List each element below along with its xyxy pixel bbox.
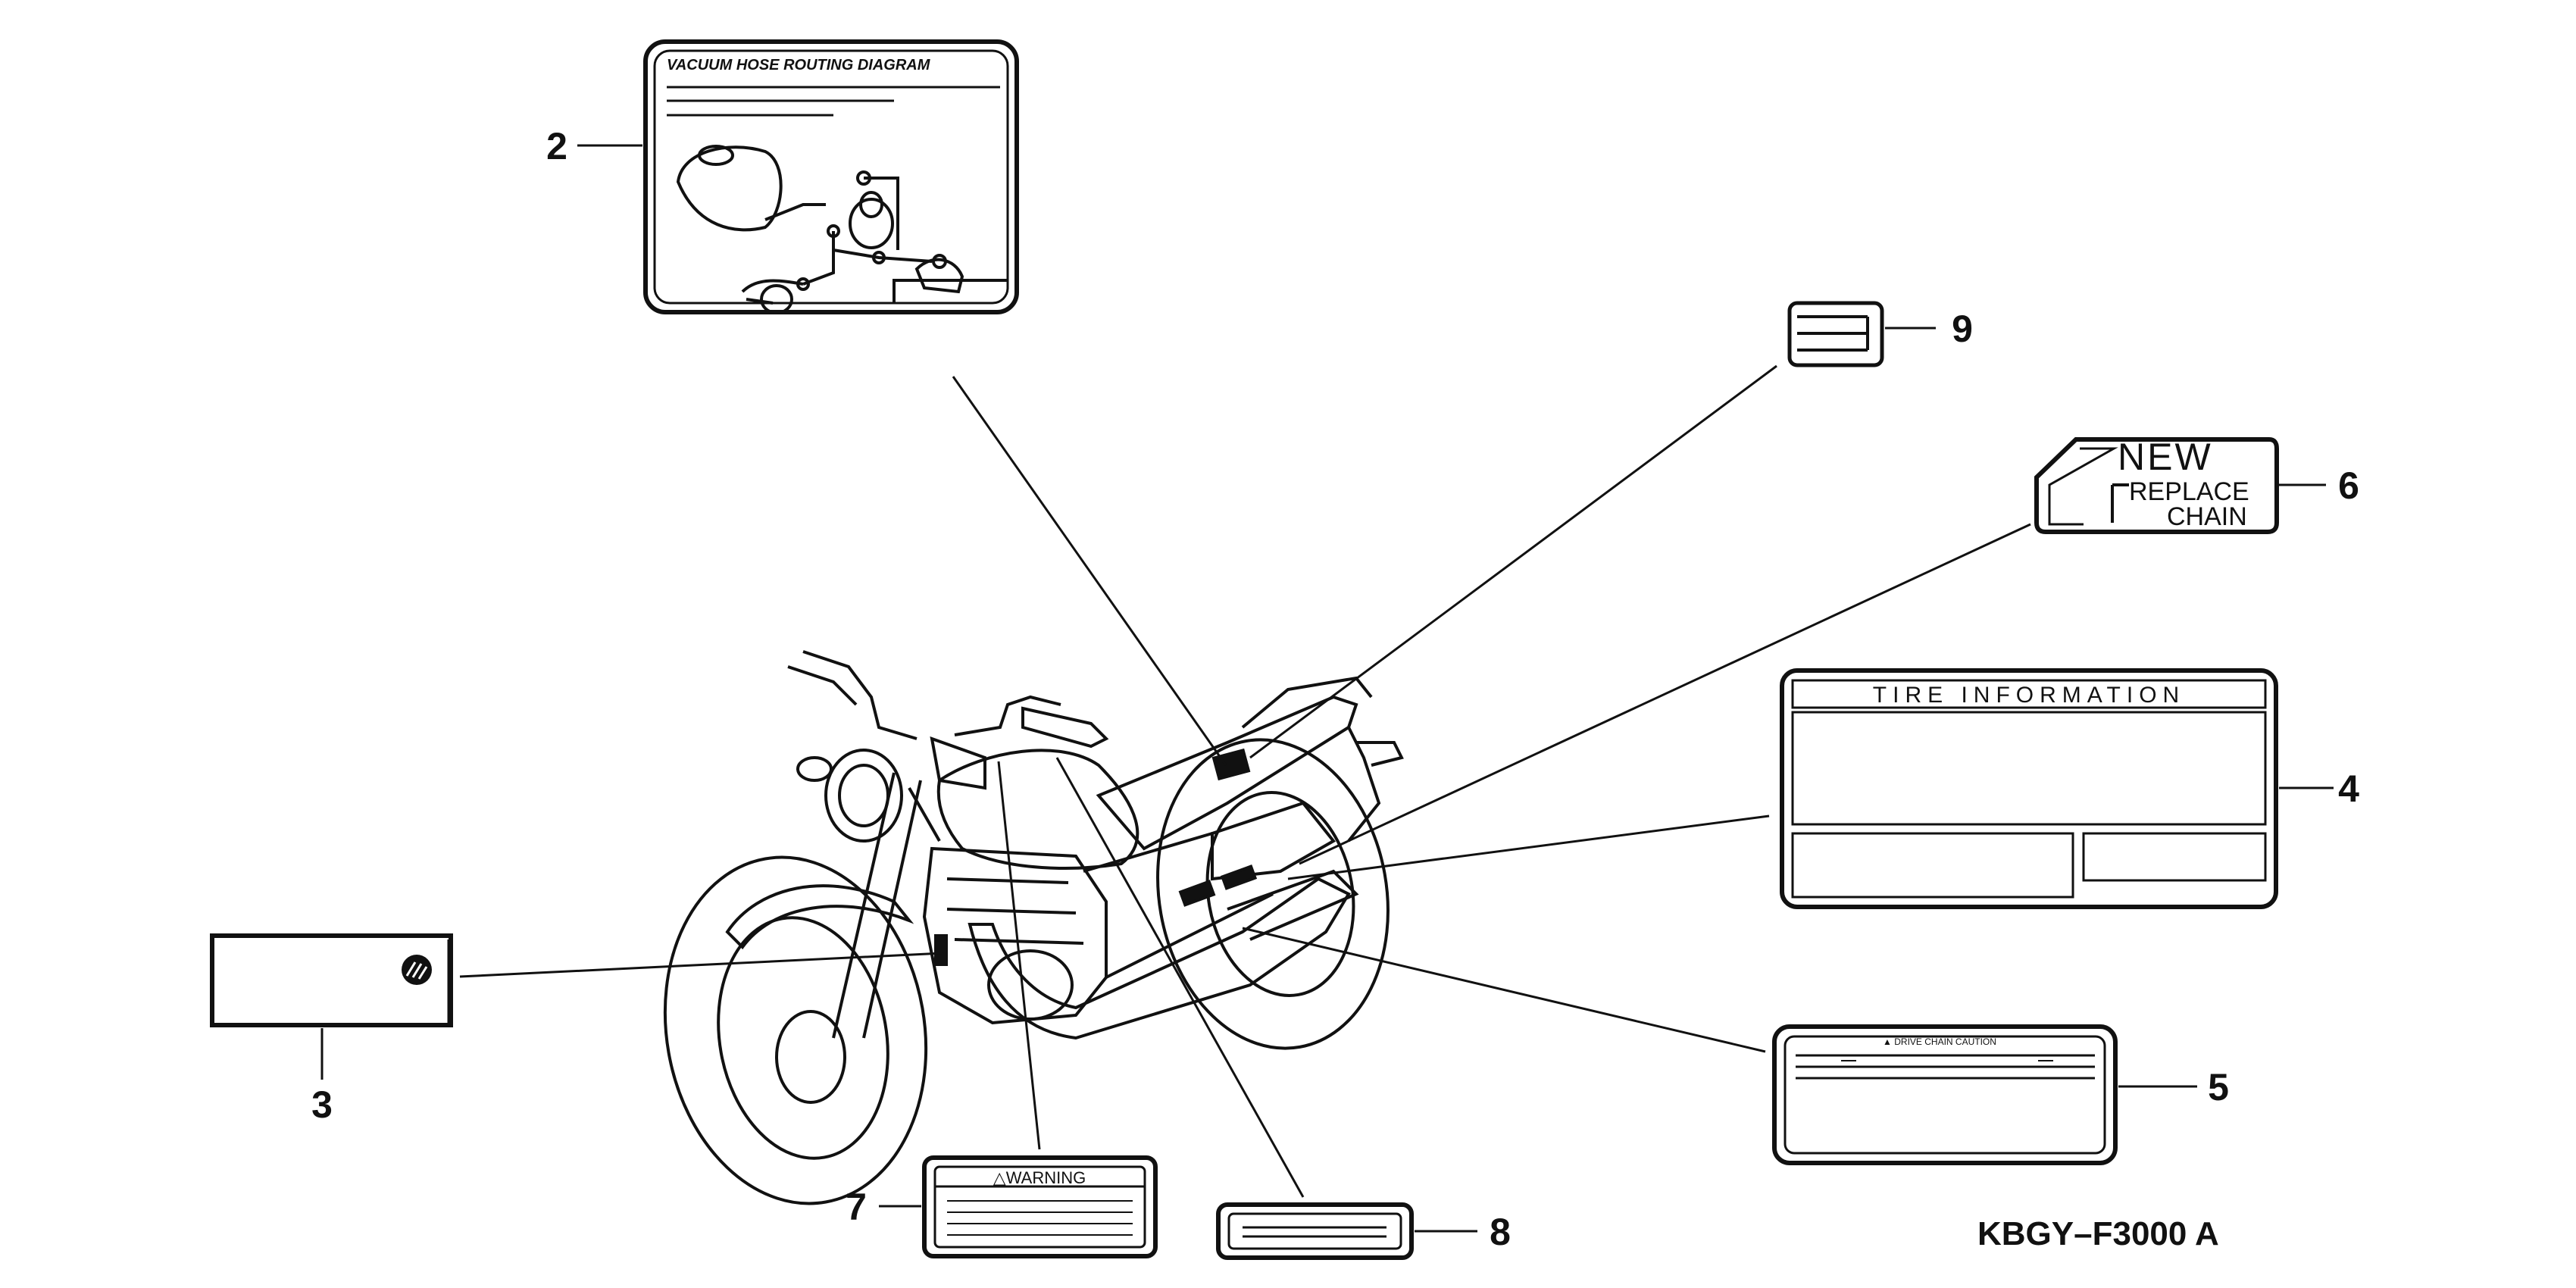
leader-3 <box>459 952 944 978</box>
callout-6: 6 <box>2279 464 2359 507</box>
diagram-reference-code: KBGY–F3000 A <box>1977 1215 2219 1252</box>
leader-9 <box>1249 364 1777 759</box>
warning-label-title: △WARNING <box>993 1168 1086 1187</box>
callout-number-8: 8 <box>1490 1211 1511 1253</box>
callout-number-3: 3 <box>311 1083 333 1126</box>
tire-label-title: TIRE INFORMATION <box>1873 683 2185 708</box>
callout-number-9: 9 <box>1952 308 1973 350</box>
tire-information-label: TIRE INFORMATION <box>1780 668 2278 909</box>
callout-9: 9 <box>1885 308 1973 350</box>
leader-7 <box>997 761 1041 1150</box>
callout-8: 8 <box>1415 1211 1511 1253</box>
vacuum-hose-label-title: VACUUM HOSE ROUTING DIAGRAM <box>667 57 931 73</box>
callout-number-6: 6 <box>2338 464 2359 507</box>
label-9-sticker <box>1787 301 1884 367</box>
callout-number-4: 4 <box>2338 767 2359 810</box>
leader-6 <box>1299 523 2031 865</box>
label-8-sticker <box>1216 1202 1414 1260</box>
motorcycle-illustration <box>663 650 1404 1205</box>
callout-2: 2 <box>546 125 642 167</box>
callout-number-5: 5 <box>2208 1066 2229 1108</box>
chain-label-replace: REPLACE <box>2129 477 2249 506</box>
callout-number-2: 2 <box>546 125 567 167</box>
leader-8 <box>1055 757 1305 1198</box>
chain-label-new: NEW <box>2118 436 2213 478</box>
leader-4 <box>1287 814 1770 880</box>
leader-2 <box>952 376 1227 766</box>
leader-5 <box>1242 927 1766 1053</box>
drive-chain-caution-label: ▲ DRIVE CHAIN CAUTION <box>1772 1024 2118 1165</box>
chain-label-chain: CHAIN <box>2167 502 2247 531</box>
callout-3: 3 <box>311 1028 333 1126</box>
callout-5: 5 <box>2118 1066 2229 1108</box>
vacuum-hose-label: VACUUM HOSE ROUTING DIAGRAM <box>643 39 1019 314</box>
leader-lines <box>459 364 2031 1198</box>
emblem-label <box>210 933 453 1027</box>
chain-replace-label: NEW REPLACE CHAIN <box>2034 436 2279 534</box>
warning-label: △WARNING <box>922 1155 1158 1258</box>
callout-number-7: 7 <box>846 1186 867 1228</box>
drive-chain-label-title: ▲ DRIVE CHAIN CAUTION <box>1883 1036 1996 1047</box>
callout-7: 7 <box>846 1186 921 1228</box>
callout-4: 4 <box>2279 767 2359 810</box>
